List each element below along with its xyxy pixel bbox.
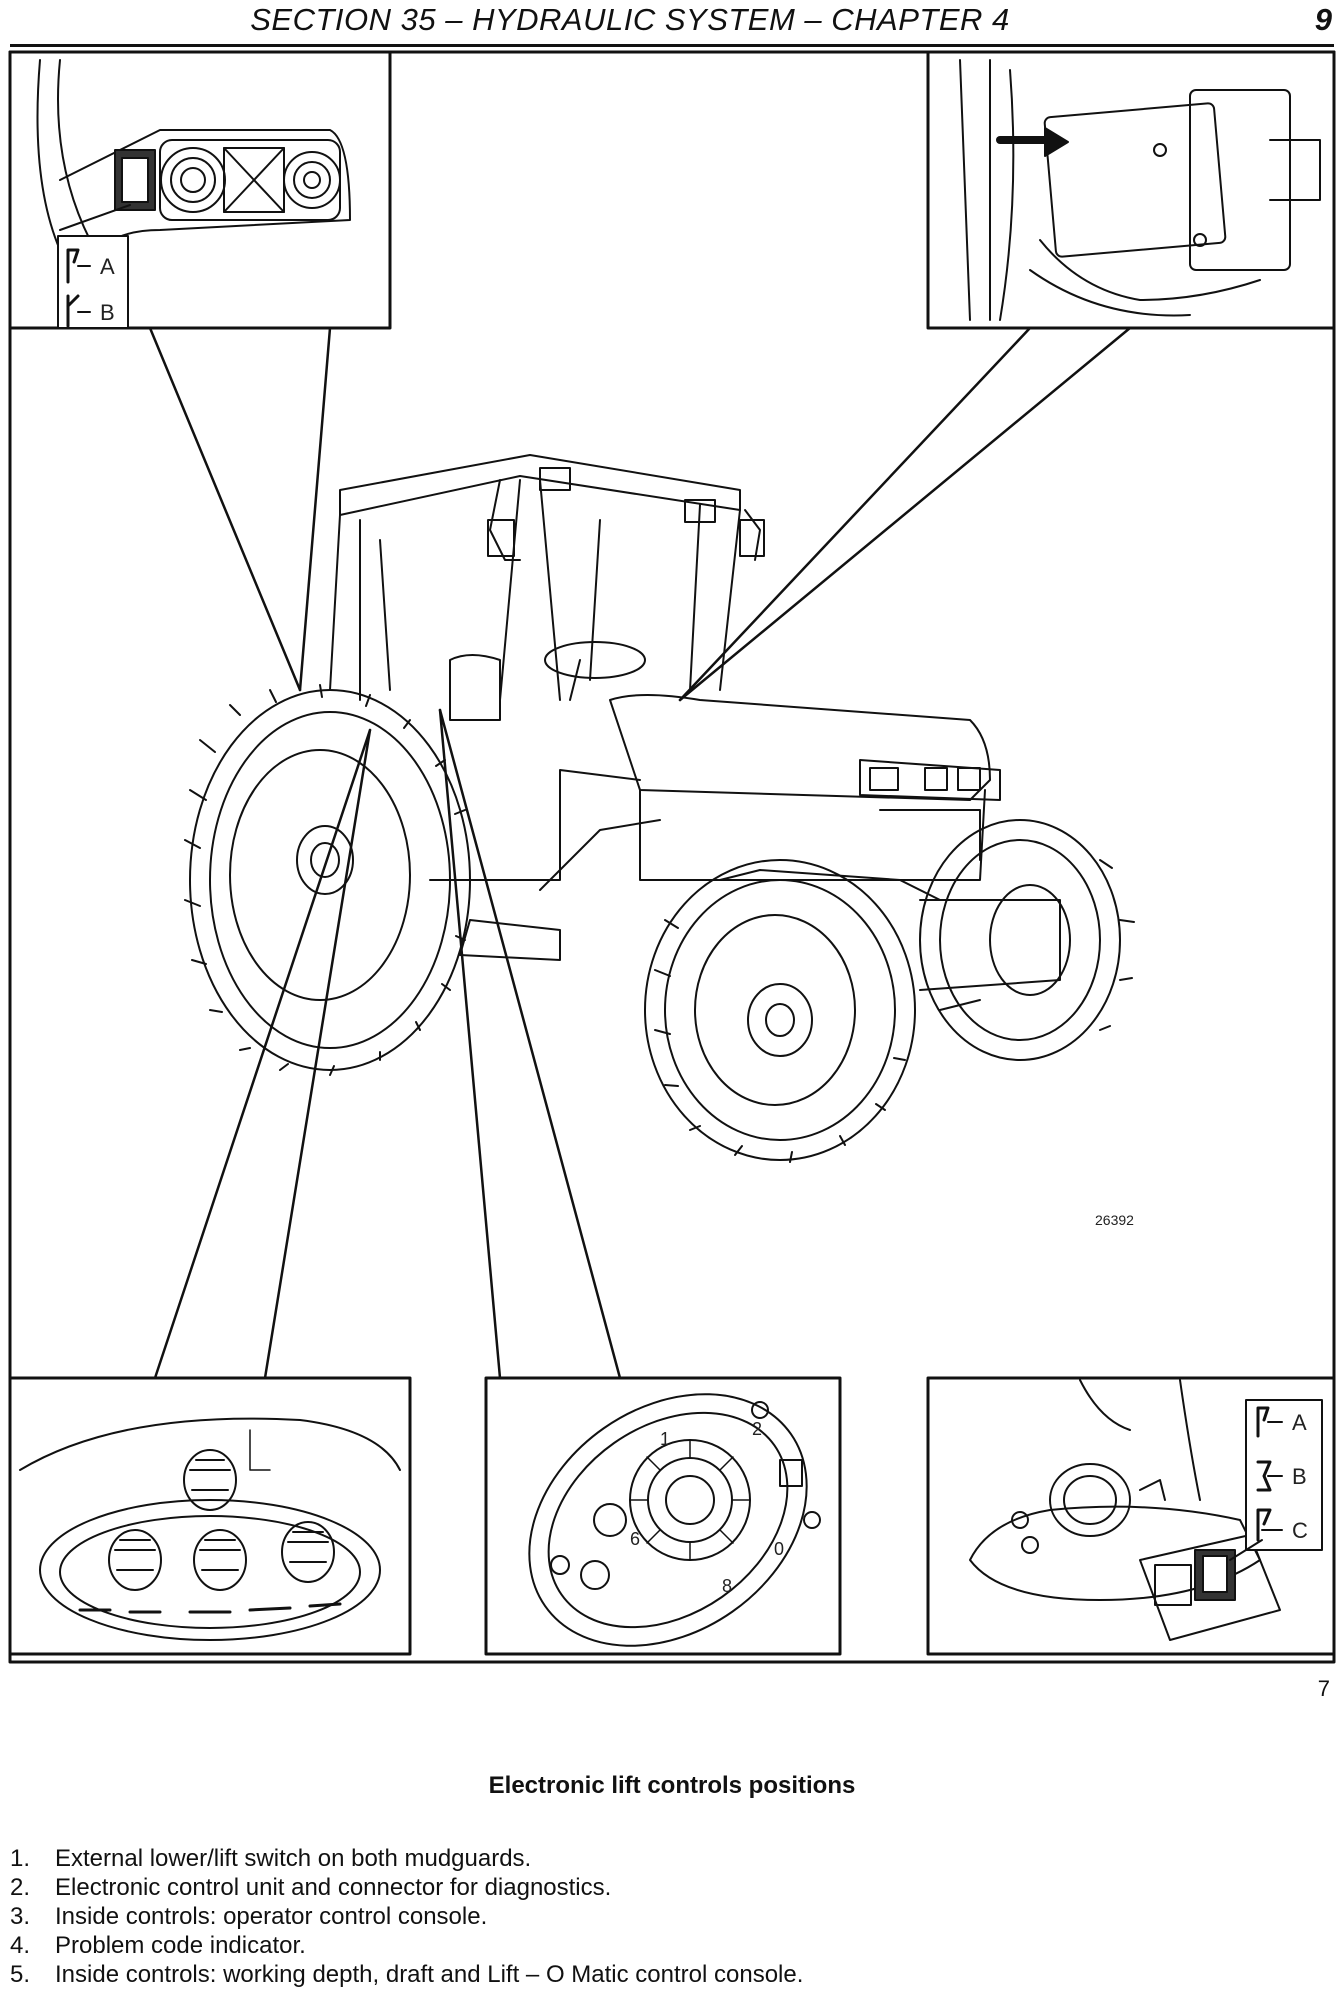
legend-item-text: Inside controls: operator control consol…: [55, 1903, 488, 1930]
inset-depth-draft-console: A B C: [926, 1376, 1336, 1656]
legend-item-number: 4.: [10, 1932, 31, 1959]
dial-number-0: 0: [774, 1539, 784, 1559]
figure-number: 7: [1317, 1676, 1330, 1701]
dial-number-2: 2: [752, 1419, 762, 1439]
inset-operator-console: [8, 1376, 412, 1656]
front-tire-tread: [654, 919, 906, 1163]
dial-number-8: 8: [722, 1576, 732, 1596]
rear-tire-tread: [184, 684, 466, 1076]
page-header-title: SECTION 35 – HYDRAULIC SYSTEM – CHAPTER …: [250, 2, 1010, 37]
page-number: 9: [1314, 2, 1332, 37]
leader-lines: [148, 326, 1132, 1380]
figure-frame: [8, 50, 1336, 1664]
legend-item: 3. Inside controls: operator control cons…: [10, 1902, 803, 1931]
legend-item-number: 5.: [10, 1961, 31, 1988]
legend-item: 5. Inside controls: working depth, draft …: [10, 1960, 803, 1989]
fan-grilles: [159, 139, 341, 221]
console-label-b: B: [1292, 1464, 1307, 1489]
figure-illustration: A B: [8, 50, 1336, 1664]
legend-list: 1. External lower/lift switch on both mud…: [10, 1844, 803, 1989]
inset-problem-indicator: 1 2 6 0 8: [484, 1376, 842, 1656]
console-label-c: C: [1292, 1518, 1308, 1543]
legend-item-text: External lower/lift switch on both mudgu…: [55, 1845, 532, 1872]
legend-item-number: 3.: [10, 1903, 31, 1930]
figure-ref-code: 26392: [1095, 1212, 1134, 1228]
console-knobs: [108, 1449, 335, 1591]
legend-item: 1. External lower/lift switch on both mud…: [10, 1844, 803, 1873]
legend-item-text: Problem code indicator.: [55, 1932, 306, 1959]
inset-control-unit: [926, 50, 1336, 330]
legend-item-text: Inside controls: working depth, draft an…: [55, 1961, 804, 1988]
switch-label-b: B: [100, 300, 115, 325]
header-rule: [10, 44, 1334, 47]
console-label-a: A: [1292, 1410, 1307, 1435]
legend-item: 2. Electronic control unit and connector …: [10, 1873, 803, 1902]
tractor-drawing: 26392: [184, 454, 1135, 1228]
switch-label-a: A: [100, 254, 115, 279]
legend-item-text: Electronic control unit and connector fo…: [55, 1874, 612, 1901]
inset-mudguard-switch: A B: [8, 50, 392, 330]
legend-item: 4. Problem code indicator.: [10, 1931, 803, 1960]
dial-number-6: 6: [630, 1529, 640, 1549]
dial-number-1: 1: [660, 1429, 670, 1449]
figure-caption: Electronic lift controls positions: [488, 1772, 856, 1799]
legend-item-number: 1.: [10, 1845, 31, 1872]
legend-item-number: 2.: [10, 1874, 31, 1901]
dial-fins: [629, 1439, 751, 1561]
